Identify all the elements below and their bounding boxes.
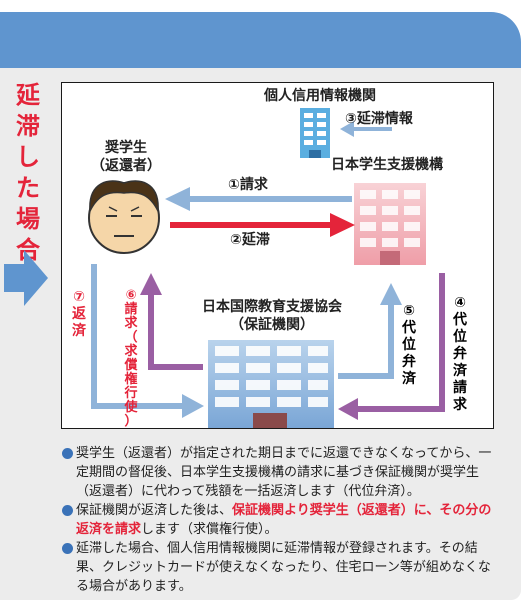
credit-bureau-label: 個人信用情報機関 <box>264 88 376 104</box>
side-arrow-icon <box>4 250 48 306</box>
jasso-label: 日本学生支援機構 <box>331 157 443 173</box>
side-label-char: 延 <box>16 81 40 109</box>
arrow-1-label: ①請求 <box>228 177 268 193</box>
arrow-4-label-char: 位 <box>453 329 467 345</box>
arrow-4-label-char: 済 <box>453 363 467 379</box>
side-label-char: た <box>16 174 40 202</box>
arrow-6-label-char: 請 <box>124 302 138 317</box>
side-label-char: 滞 <box>16 112 40 140</box>
arrow-5-label-char: 弁 <box>402 354 416 370</box>
arrow-5-label-char: 位 <box>402 337 416 353</box>
arrow-7-label: ⑦ 返 済 <box>70 289 88 340</box>
arrow-6-label-char: 償 <box>124 358 138 373</box>
arrow-4-label-char: 弁 <box>453 346 467 362</box>
arrow-6-claim <box>140 273 203 370</box>
arrow-5-label-char: 代 <box>402 320 416 336</box>
note-text: 保証機関が返済した後は、 <box>76 503 233 518</box>
arrow-4-label-char: 代 <box>453 312 467 328</box>
note-item: 奨学生（返還者）が指定された期日までに返還できなくなってから、一定期間の督促後、… <box>62 444 502 501</box>
note-item: 延滞した場合、個人信用情報機関に延滞情報が登録されます。その結果、クレジットカー… <box>62 539 502 596</box>
arrow-4-label-char: 求 <box>453 397 467 413</box>
flow-diagram: 個人信用情報機関 ③延滞情報 日本学生支援機構 奨学生 （返還者） ①請求 ②延… <box>61 82 494 429</box>
arrow-4-label: ④ 代 位 弁 済 請 求 <box>451 295 469 414</box>
arrow-3-delinquency-info <box>340 121 392 137</box>
arrow-5-label-char: ⑤ <box>403 303 415 319</box>
arrow-6-label-char: 求 <box>124 316 138 331</box>
arrow-4-label-char: ④ <box>454 295 466 311</box>
arrow-6-label-char: （ <box>124 330 138 345</box>
note-text: 延滞した場合、個人信用情報機関に延滞情報が登録されます。その結果、クレジットカー… <box>76 541 491 594</box>
notes-list: 奨学生（返還者）が指定された期日までに返還できなくなってから、一定期間の督促後、… <box>62 444 502 596</box>
guarantor-label-line1: 日本国際教育支援協会 <box>202 299 342 315</box>
credit-bureau-building-icon <box>300 108 330 158</box>
side-label-char: 場 <box>16 205 40 233</box>
student-label: 奨学生 （返還者） <box>86 139 166 175</box>
guarantor-label-line2: （保証機関） <box>230 317 314 333</box>
note-highlight: 保証機関より奨学生（返還者）に、その分の返済を請求 <box>76 503 492 537</box>
arrow-4-subrogation-request <box>338 273 445 420</box>
arrow-6-label-char: 求 <box>124 344 138 359</box>
side-label-delinquency: 延 滞 し た 場 合 <box>14 80 42 266</box>
note-text: 奨学生（返還者）が指定された期日までに返還できなくなってから、一定期間の督促後、… <box>76 446 492 499</box>
student-label-line1: 奨学生 <box>105 140 147 156</box>
note-text: します（求償権行使）。 <box>141 522 278 537</box>
arrow-6-label-char: 使 <box>124 400 138 415</box>
diagram-graphics <box>88 108 445 428</box>
arrow-2-label: ②延滞 <box>230 232 270 248</box>
side-label-char: し <box>16 143 40 171</box>
arrow-3-label: ③延滞情報 <box>345 111 413 127</box>
arrow-4-label-char: 請 <box>453 380 467 396</box>
bullet-icon <box>62 543 73 554</box>
arrow-2-delinquency <box>170 213 355 237</box>
arrow-6-label-char: 行 <box>124 386 138 401</box>
arrow-6-label-char: ） <box>124 414 138 429</box>
bullet-icon <box>62 505 73 516</box>
arrow-7-label-char: 返 <box>72 306 86 322</box>
bullet-icon <box>62 448 73 459</box>
student-label-line2: （返還者） <box>91 158 161 174</box>
arrow-6-label-char: 権 <box>124 372 138 387</box>
arrow-7-repayment <box>91 264 204 418</box>
guarantor-building-icon <box>208 340 334 428</box>
arrow-7-label-char: ⑦ <box>73 289 85 305</box>
student-face-icon <box>88 180 160 254</box>
arrow-5-label-char: 済 <box>402 371 416 387</box>
arrow-5-label: ⑤ 代 位 弁 済 <box>400 303 418 388</box>
note-item: 保証機関が返済した後は、保証機関より奨学生（返還者）に、その分の返済を請求します… <box>62 501 502 539</box>
arrow-6-label-char: ⑥ <box>125 288 137 303</box>
guarantor-label: 日本国際教育支援協会 （保証機関） <box>174 298 370 334</box>
arrow-1-request <box>165 187 352 211</box>
arrow-6-label: ⑥ 請 求 （ 求 償 権 行 使 ） <box>122 289 140 429</box>
arrow-7-label-char: 済 <box>72 323 86 339</box>
jasso-building-icon <box>354 183 426 265</box>
arrow-5-subrogation <box>338 283 402 379</box>
header-band <box>0 12 521 68</box>
